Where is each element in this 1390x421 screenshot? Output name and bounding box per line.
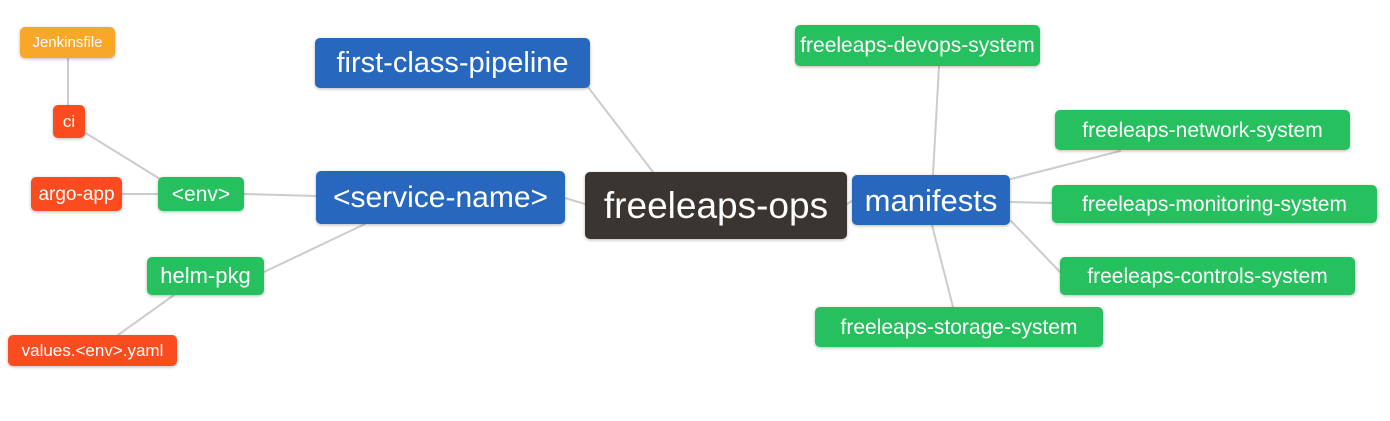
node-first-class-pipeline[interactable]: first-class-pipeline [315, 38, 590, 88]
node-jenkinsfile[interactable]: Jenkinsfile [20, 27, 115, 58]
node-values-env-yaml[interactable]: values.<env>.yaml [8, 335, 177, 366]
node-service-name[interactable]: <service-name> [316, 171, 565, 224]
edge-freeleaps-ops-manifests [846, 200, 853, 205]
node-freeleaps-devops-system[interactable]: freeleaps-devops-system [795, 25, 1040, 66]
node-env[interactable]: <env> [158, 177, 244, 211]
node-freeleaps-monitoring-system[interactable]: freeleaps-monitoring-system [1052, 185, 1377, 223]
edge-helm-pkg-service-name [263, 223, 366, 273]
node-argo-app[interactable]: argo-app [31, 177, 122, 211]
edge-ci-env [83, 131, 161, 180]
edge-manifests-monitoring-system [1009, 201, 1053, 204]
node-freeleaps-storage-system[interactable]: freeleaps-storage-system [815, 307, 1103, 347]
node-ci[interactable]: ci [53, 105, 85, 138]
edge-manifests-controls-system [1010, 220, 1061, 273]
edge-manifests-storage-system [931, 224, 954, 308]
edge-service-name-freeleaps-ops [564, 197, 586, 205]
node-freeleaps-network-system[interactable]: freeleaps-network-system [1055, 110, 1350, 150]
edge-first-class-pipeline-ops [587, 86, 654, 173]
edge-env-service-name [243, 193, 317, 197]
edge-manifests-devops-system [932, 65, 940, 176]
node-helm-pkg[interactable]: helm-pkg [147, 257, 264, 295]
edge-manifests-network-system [1010, 150, 1121, 180]
node-freeleaps-ops-root[interactable]: freeleaps-ops [585, 172, 847, 239]
node-freeleaps-controls-system[interactable]: freeleaps-controls-system [1060, 257, 1355, 295]
edge-values-env-yaml-helm-pkg [117, 294, 175, 336]
node-manifests[interactable]: manifests [852, 175, 1010, 225]
